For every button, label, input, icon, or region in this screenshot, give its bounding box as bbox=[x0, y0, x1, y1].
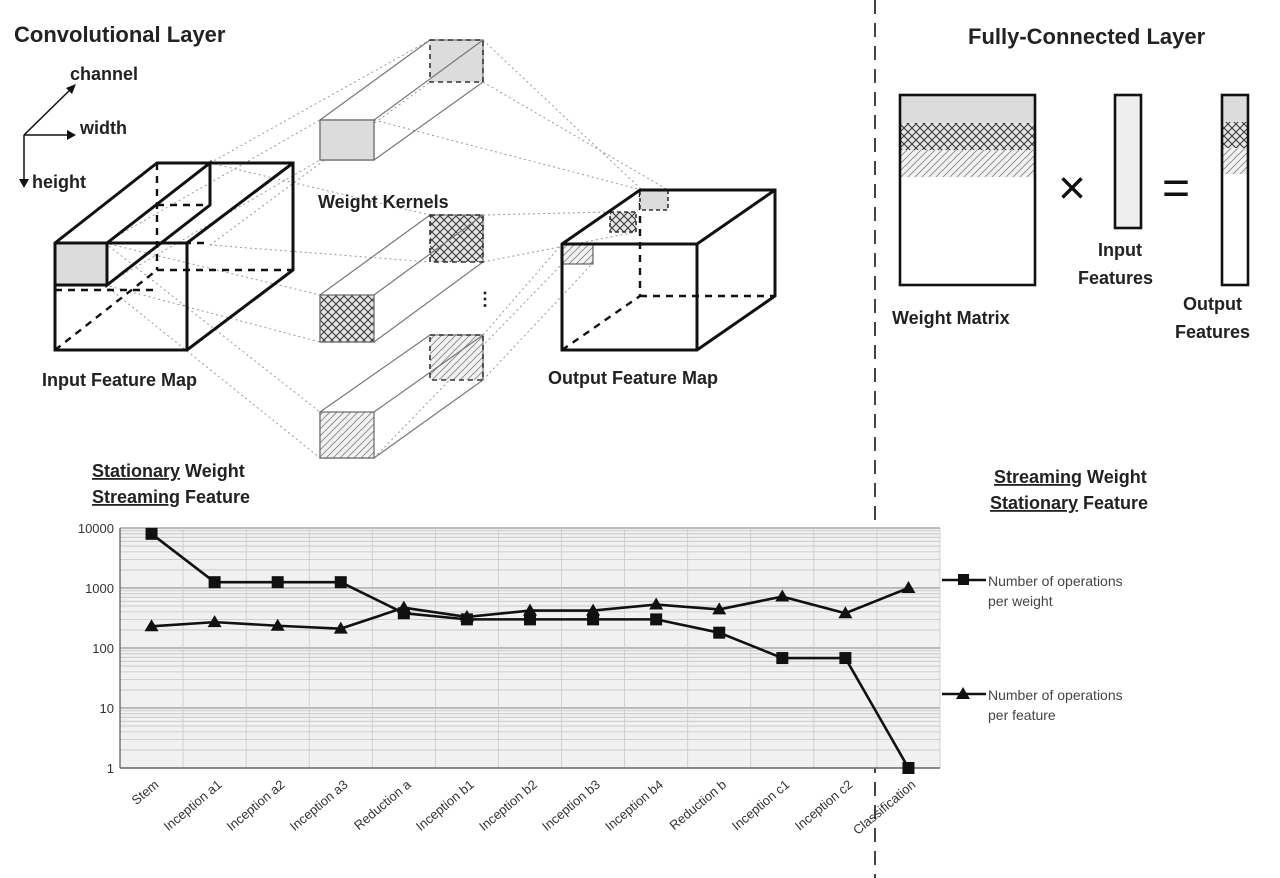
legend-label-per-feature-1: Number of operations bbox=[988, 687, 1123, 703]
axis-label-height: height bbox=[32, 172, 86, 192]
x-tick-label: Inception b4 bbox=[602, 777, 666, 834]
projection-lines bbox=[104, 39, 669, 459]
legend-marker-square bbox=[958, 574, 969, 585]
chart-legend: Number of operations per weight Number o… bbox=[942, 573, 1123, 723]
data-point-square bbox=[334, 576, 347, 589]
right-region-line2: Stationary Feature bbox=[990, 493, 1148, 513]
y-tick-label: 10000 bbox=[78, 521, 114, 536]
weight-matrix-label: Weight Matrix bbox=[892, 308, 1010, 328]
weight-kernel-crosshatch bbox=[319, 214, 484, 343]
axis-label-width: width bbox=[79, 118, 127, 138]
data-point-triangle bbox=[459, 609, 474, 622]
left-region-line1: Stationary Weight bbox=[92, 461, 245, 481]
weight-kernel-gray bbox=[319, 39, 484, 161]
x-tick-label: Inception b3 bbox=[539, 777, 603, 834]
right-region-line1: Streaming Weight bbox=[994, 467, 1147, 487]
x-tick-label: Inception a2 bbox=[224, 777, 288, 834]
input-features-label-line2: Features bbox=[1078, 268, 1153, 288]
conv-layer-title: Convolutional Layer bbox=[14, 22, 226, 47]
data-point-square bbox=[902, 762, 915, 774]
data-point-triangle bbox=[207, 615, 222, 628]
data-point-square bbox=[145, 527, 158, 540]
x-tick-label: Reduction a bbox=[351, 776, 414, 833]
x-tick-label: Inception a1 bbox=[161, 777, 225, 834]
data-point-triangle bbox=[775, 589, 790, 602]
output-features-label-line1: Output bbox=[1183, 294, 1242, 314]
left-region-line2: Streaming Feature bbox=[92, 487, 250, 507]
y-tick-label: 1 bbox=[107, 761, 114, 776]
kernel-ellipsis: ⋮ bbox=[476, 289, 494, 309]
y-tick-label: 100 bbox=[92, 641, 114, 656]
chart-gridlines bbox=[119, 527, 941, 769]
x-tick-label: Inception b1 bbox=[413, 777, 477, 834]
data-point-square bbox=[208, 576, 221, 589]
data-point-triangle bbox=[649, 597, 664, 610]
x-tick-label: Inception b2 bbox=[476, 777, 540, 834]
data-point-triangle bbox=[901, 581, 916, 593]
x-tick-label: Inception c2 bbox=[792, 777, 855, 834]
data-point-triangle bbox=[586, 603, 601, 616]
data-point-square bbox=[713, 626, 726, 639]
weight-kernel-diagonal bbox=[319, 334, 484, 459]
output-features-label-line2: Features bbox=[1175, 322, 1250, 342]
weight-kernels-label: Weight Kernels bbox=[318, 192, 449, 212]
output-feature-map-label: Output Feature Map bbox=[548, 368, 718, 388]
output-features-vector bbox=[1220, 93, 1250, 287]
data-point-triangle bbox=[396, 600, 411, 613]
fc-layer-title: Fully-Connected Layer bbox=[968, 24, 1206, 49]
data-point-square bbox=[524, 613, 536, 626]
input-feature-map bbox=[53, 159, 295, 352]
axis-label-channel: channel bbox=[70, 64, 138, 84]
x-tick-label: Classification bbox=[850, 777, 918, 838]
input-features-vector bbox=[1113, 93, 1143, 230]
data-point-triangle bbox=[523, 603, 537, 616]
data-point-triangle bbox=[270, 618, 285, 631]
output-feature-map bbox=[560, 188, 777, 352]
y-tick-label: 10 bbox=[100, 701, 114, 716]
x-tick-label: Reduction b bbox=[666, 777, 729, 833]
data-point-square bbox=[776, 652, 789, 665]
chart-y-ticks: 10000 1000 100 10 1 bbox=[78, 521, 114, 776]
weight-matrix bbox=[898, 93, 1037, 287]
equals-symbol: = bbox=[1162, 162, 1190, 215]
chart-series bbox=[144, 527, 916, 774]
data-point-square bbox=[839, 652, 852, 665]
data-point-triangle bbox=[712, 602, 727, 615]
data-point-triangle bbox=[144, 619, 159, 632]
x-tick-label: Inception c1 bbox=[729, 777, 792, 834]
axis-arrows bbox=[19, 84, 76, 188]
legend-label-per-weight-2: per weight bbox=[988, 593, 1053, 609]
data-point-triangle bbox=[838, 606, 853, 619]
y-tick-label: 1000 bbox=[85, 581, 114, 596]
times-symbol: × bbox=[1058, 162, 1086, 215]
legend-label-per-feature-2: per feature bbox=[988, 707, 1056, 723]
legend-label-per-weight-1: Number of operations bbox=[988, 573, 1123, 589]
input-feature-map-label: Input Feature Map bbox=[42, 370, 197, 390]
data-point-square bbox=[587, 613, 600, 626]
x-tick-label: Inception a3 bbox=[287, 777, 351, 834]
input-features-label-line1: Input bbox=[1098, 240, 1142, 260]
data-point-triangle bbox=[333, 621, 348, 634]
legend-marker-triangle bbox=[956, 687, 970, 699]
data-point-square bbox=[650, 613, 663, 626]
data-point-square bbox=[271, 576, 284, 589]
x-tick-label: Stem bbox=[129, 777, 162, 808]
